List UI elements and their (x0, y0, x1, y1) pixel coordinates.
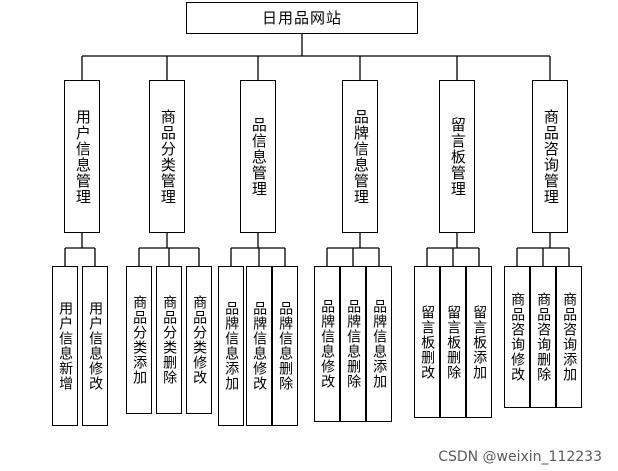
module-node-label: 商品分类管理 (158, 108, 177, 205)
leaf-node-label: 用户信息新增 (57, 301, 74, 391)
leaf-node-label: 品牌信息修改 (251, 301, 268, 391)
leaf-node: 用户信息修改 (82, 266, 108, 426)
module-node-label: 留言板管理 (448, 116, 467, 197)
leaf-node: 商品咨询删除 (530, 266, 556, 408)
module-node: 用户信息管理 (64, 80, 100, 233)
leaf-node-label: 品牌信息添加 (371, 299, 388, 389)
module-node: 商品咨询管理 (532, 80, 568, 233)
leaf-node-label: 商品咨询修改 (509, 292, 526, 382)
module-node: 品牌信息管理 (342, 80, 378, 233)
module-node: 留言板管理 (439, 80, 475, 233)
leaf-node: 商品分类添加 (126, 266, 152, 414)
leaf-node: 品牌信息添加 (366, 266, 392, 422)
leaf-node-label: 品牌信息添加 (223, 301, 240, 391)
root-node: 日用品网站 (186, 2, 418, 34)
leaf-node: 商品咨询修改 (504, 266, 530, 408)
leaf-node-label: 商品咨询删除 (535, 292, 552, 382)
leaf-node: 品牌信息修改 (314, 266, 340, 422)
leaf-node: 用户信息新增 (52, 266, 78, 426)
leaf-node-label: 留言板删改 (419, 304, 436, 380)
watermark: CSDN @weixin_112233 (438, 449, 602, 465)
leaf-node: 留言板删改 (414, 266, 440, 418)
leaf-node-label: 商品分类删除 (161, 295, 178, 385)
leaf-node-label: 品牌信息删除 (345, 299, 362, 389)
leaf-node: 品牌信息删除 (272, 266, 298, 426)
leaf-node: 商品分类修改 (186, 266, 212, 414)
leaf-node: 商品分类删除 (156, 266, 182, 414)
leaf-node: 品牌信息添加 (218, 266, 244, 426)
leaf-node-label: 商品分类修改 (191, 295, 208, 385)
module-node-label: 商品咨询管理 (541, 108, 560, 205)
leaf-node: 品牌信息修改 (246, 266, 272, 426)
module-node-label: 品牌信息管理 (351, 108, 370, 205)
leaf-node-label: 留言板删除 (445, 304, 462, 380)
leaf-node: 商品咨询添加 (556, 266, 582, 408)
leaf-node-label: 留言板添加 (471, 304, 488, 380)
module-node-label: 品信息管理 (249, 116, 268, 197)
module-node-label: 用户信息管理 (73, 108, 92, 205)
leaf-node-label: 品牌信息删除 (277, 301, 294, 391)
leaf-node-label: 用户信息修改 (87, 301, 104, 391)
leaf-node-label: 商品咨询添加 (561, 292, 578, 382)
module-node: 品信息管理 (240, 80, 276, 233)
leaf-node-label: 商品分类添加 (131, 295, 148, 385)
leaf-node: 留言板添加 (466, 266, 492, 418)
leaf-node: 品牌信息删除 (340, 266, 366, 422)
leaf-node: 留言板删除 (440, 266, 466, 418)
module-node: 商品分类管理 (149, 80, 185, 233)
root-node-label: 日用品网站 (261, 9, 342, 27)
leaf-node-label: 品牌信息修改 (319, 299, 336, 389)
